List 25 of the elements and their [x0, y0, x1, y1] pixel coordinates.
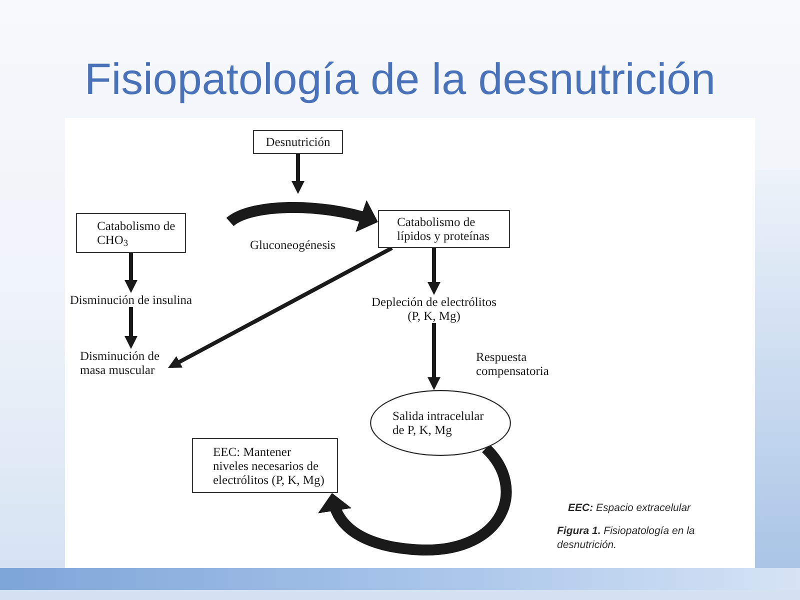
slide-title: Fisiopatología de la desnutrición — [83, 54, 717, 106]
node-text: EEC: Mantener niveles necesarios de electrólitos (P, K, Mg) — [213, 444, 326, 486]
node-text: Desnutrición — [266, 135, 330, 149]
step-text: Disminución de masa muscular — [80, 349, 168, 377]
note-text: EEC: Espacio extracelular — [568, 502, 691, 515]
step-text: Depleción de electrólitos (P, K, Mg) — [370, 295, 498, 323]
arrow — [292, 154, 304, 194]
step-text: Disminución de insulina — [70, 293, 192, 307]
ellipse-node — [370, 390, 511, 456]
curved-arrow — [319, 444, 512, 556]
arrow — [124, 253, 138, 293]
process-box — [192, 438, 338, 493]
node-text: Salida intracelular de P, K, Mg — [392, 409, 485, 437]
arrow — [428, 248, 440, 295]
process-box — [76, 213, 186, 253]
node-text: Catabolismo de CHO$_{3}$ — [97, 219, 176, 247]
arrow — [168, 246, 393, 368]
edge-label: Gluconeogénesis — [250, 238, 336, 252]
arrow — [124, 307, 138, 349]
node-text: Catabolismo de lípidos y proteínas — [397, 215, 490, 243]
process-box — [378, 210, 510, 248]
figure-caption: Figura 1. Fisiopatología en la desnutrición. — [557, 524, 696, 552]
arrow — [428, 323, 440, 390]
process-box — [253, 130, 343, 154]
curved-arrow — [226, 200, 378, 233]
